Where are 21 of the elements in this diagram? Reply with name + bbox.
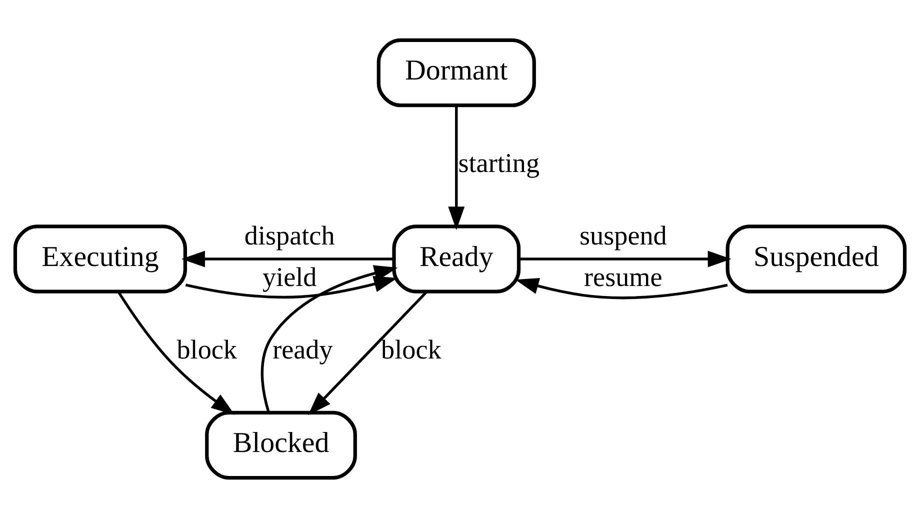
arrow bbox=[515, 278, 728, 299]
arrow bbox=[181, 250, 394, 267]
arrow bbox=[308, 290, 428, 415]
node-box: Suspended bbox=[726, 224, 907, 293]
arrow bbox=[117, 290, 235, 414]
arrow bbox=[448, 105, 465, 230]
arrow bbox=[185, 276, 398, 298]
edge-label: ready bbox=[272, 334, 333, 364]
edge-label: starting bbox=[458, 148, 540, 178]
edge-label: block bbox=[381, 334, 442, 364]
edge-label: suspend bbox=[579, 220, 667, 250]
node-box: Executing bbox=[13, 224, 187, 293]
arrow bbox=[519, 250, 732, 267]
edge-label: yield bbox=[262, 262, 317, 292]
edge-label: dispatch bbox=[244, 220, 335, 250]
arrow bbox=[260, 264, 398, 412]
node-box: Blocked bbox=[205, 410, 357, 480]
edge-label: block bbox=[176, 334, 237, 364]
edge-label: resume bbox=[584, 262, 662, 292]
node-box: Dormant bbox=[376, 38, 536, 107]
node-box: Ready bbox=[392, 224, 521, 293]
